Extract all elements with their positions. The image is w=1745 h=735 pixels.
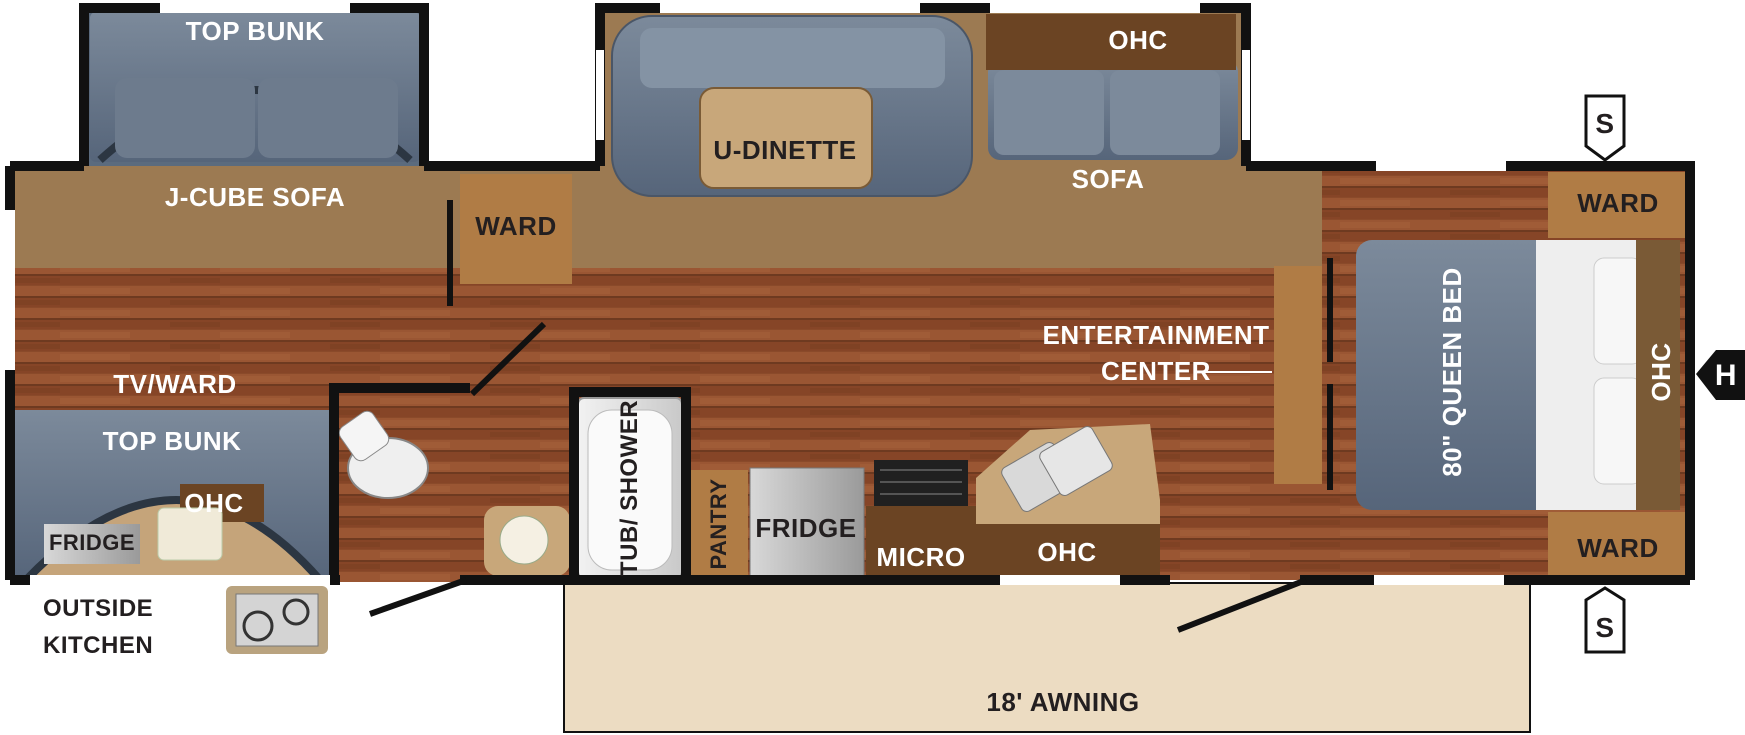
j-cube-sofa-area (10, 166, 472, 268)
label-queen-bed: 80" QUEEN BED (1437, 267, 1467, 477)
badge-hitch-label: H (1714, 359, 1738, 392)
label-ward-front: WARD (475, 211, 557, 241)
fridge-bunk (44, 524, 140, 564)
ward-rear-bottom-cabinet (1548, 512, 1686, 578)
label-ohc-bed: OHC (1646, 342, 1676, 402)
label-tv-ward: TV/WARD (113, 369, 237, 399)
label-fridge-bunk: FRIDGE (48, 530, 136, 555)
badge-bottom-label: S (1595, 612, 1615, 643)
label-pantry: PANTRY (706, 478, 731, 570)
awning (563, 582, 1531, 733)
label-awning: 18' AWNING (986, 687, 1140, 717)
micro-cabinet (866, 506, 976, 578)
label-tub-shower: TUB/ SHOWER (616, 399, 643, 577)
label-ohc-top: OHC (1108, 25, 1168, 55)
label-top-bunk-upper: TOP BUNK (185, 16, 325, 46)
ward-front-cabinet (460, 174, 572, 284)
label-entertainment-line2: CENTER (1101, 356, 1211, 386)
double-sink-icon (1001, 426, 1113, 512)
u-dinette-table (699, 87, 873, 189)
pantry-cabinet (690, 470, 748, 578)
label-ward-rear-top: WARD (1577, 188, 1659, 218)
label-ohc-bunk: OHC (184, 488, 244, 518)
label-ohc-kitchen: OHC (1037, 537, 1097, 567)
label-fridge: FRIDGE (755, 513, 857, 543)
label-ward-rear-bottom: WARD (1577, 533, 1659, 563)
door-icon (368, 200, 1308, 633)
stabilizer-badge-bottom (1584, 586, 1626, 654)
fridge-unit (749, 467, 865, 579)
ohc-kitchen-cabinet (976, 524, 1160, 578)
badge-top-label: S (1595, 108, 1615, 139)
label-sofa: SOFA (1071, 164, 1145, 194)
ohc-bed-cabinet (1636, 240, 1680, 510)
label-u-dinette: U-DINETTE (713, 135, 857, 165)
sink-icon (484, 506, 570, 576)
ward-rear-top-cabinet (1548, 172, 1686, 238)
label-micro: MICRO (876, 542, 966, 572)
toilet-icon (338, 410, 429, 499)
hitch-badge (1696, 350, 1745, 400)
entertainment-center-cabinet (1274, 266, 1322, 484)
outside-stove-icon (226, 586, 328, 654)
ohc-top-cabinet (986, 14, 1236, 70)
bunk-sink (157, 507, 223, 561)
stove-range (874, 460, 968, 506)
label-j-cube-sofa: J-CUBE SOFA (164, 182, 346, 212)
label-outside-kitchen-line2: KITCHEN (43, 632, 154, 659)
stabilizer-badge-top (1584, 94, 1626, 162)
label-top-bunk-lower: TOP BUNK (102, 426, 242, 456)
label-entertainment-line1: ENTERTAINMENT (1042, 320, 1270, 350)
label-outside-kitchen-line1: OUTSIDE (43, 595, 154, 622)
